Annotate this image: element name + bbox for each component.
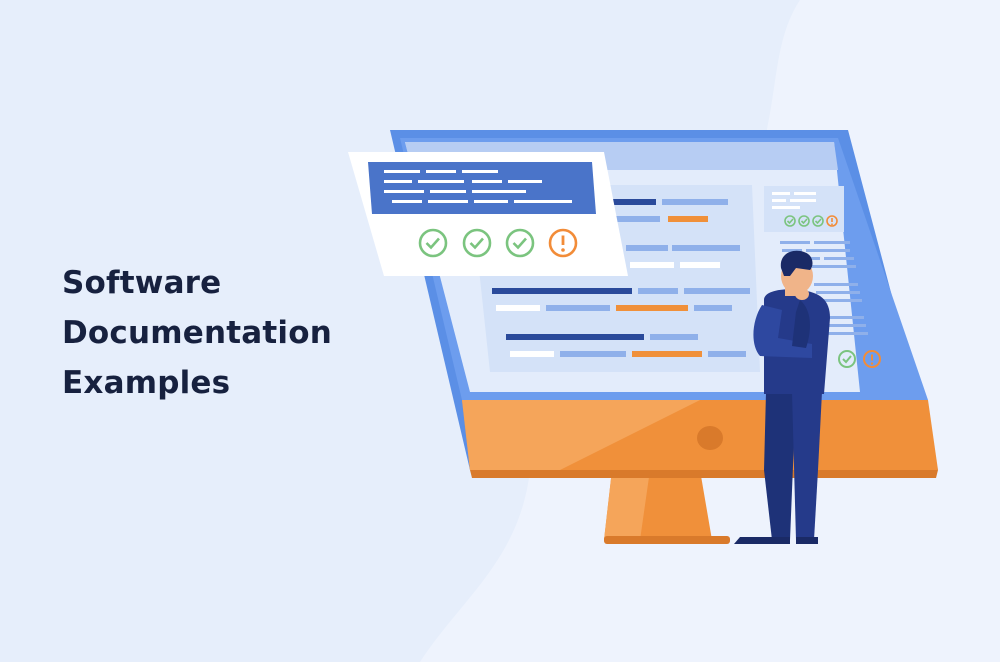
screen-sidebar xyxy=(764,186,881,368)
card-check-icon xyxy=(505,228,535,258)
headline-line-2: Documentation xyxy=(62,315,333,351)
headline-line-3: Examples xyxy=(62,365,231,401)
sidebar-warning-icon xyxy=(826,215,838,227)
headline-line-1: Software xyxy=(62,265,222,301)
card-check-icon xyxy=(418,228,448,258)
floating-checklist-card xyxy=(348,152,628,276)
sidebar-check-icon xyxy=(784,215,796,227)
card-warning-icon xyxy=(548,228,578,258)
sidebar-check-icon xyxy=(812,215,824,227)
monitor-stand xyxy=(604,470,730,544)
page-headline: Software Documentation Examples xyxy=(62,258,332,408)
person-figure xyxy=(734,250,830,544)
card-check-icon xyxy=(462,228,492,258)
power-button-icon xyxy=(697,426,723,450)
screen-warning-icon xyxy=(863,350,881,368)
screen-check-icon xyxy=(838,350,856,368)
sidebar-check-icon xyxy=(798,215,810,227)
